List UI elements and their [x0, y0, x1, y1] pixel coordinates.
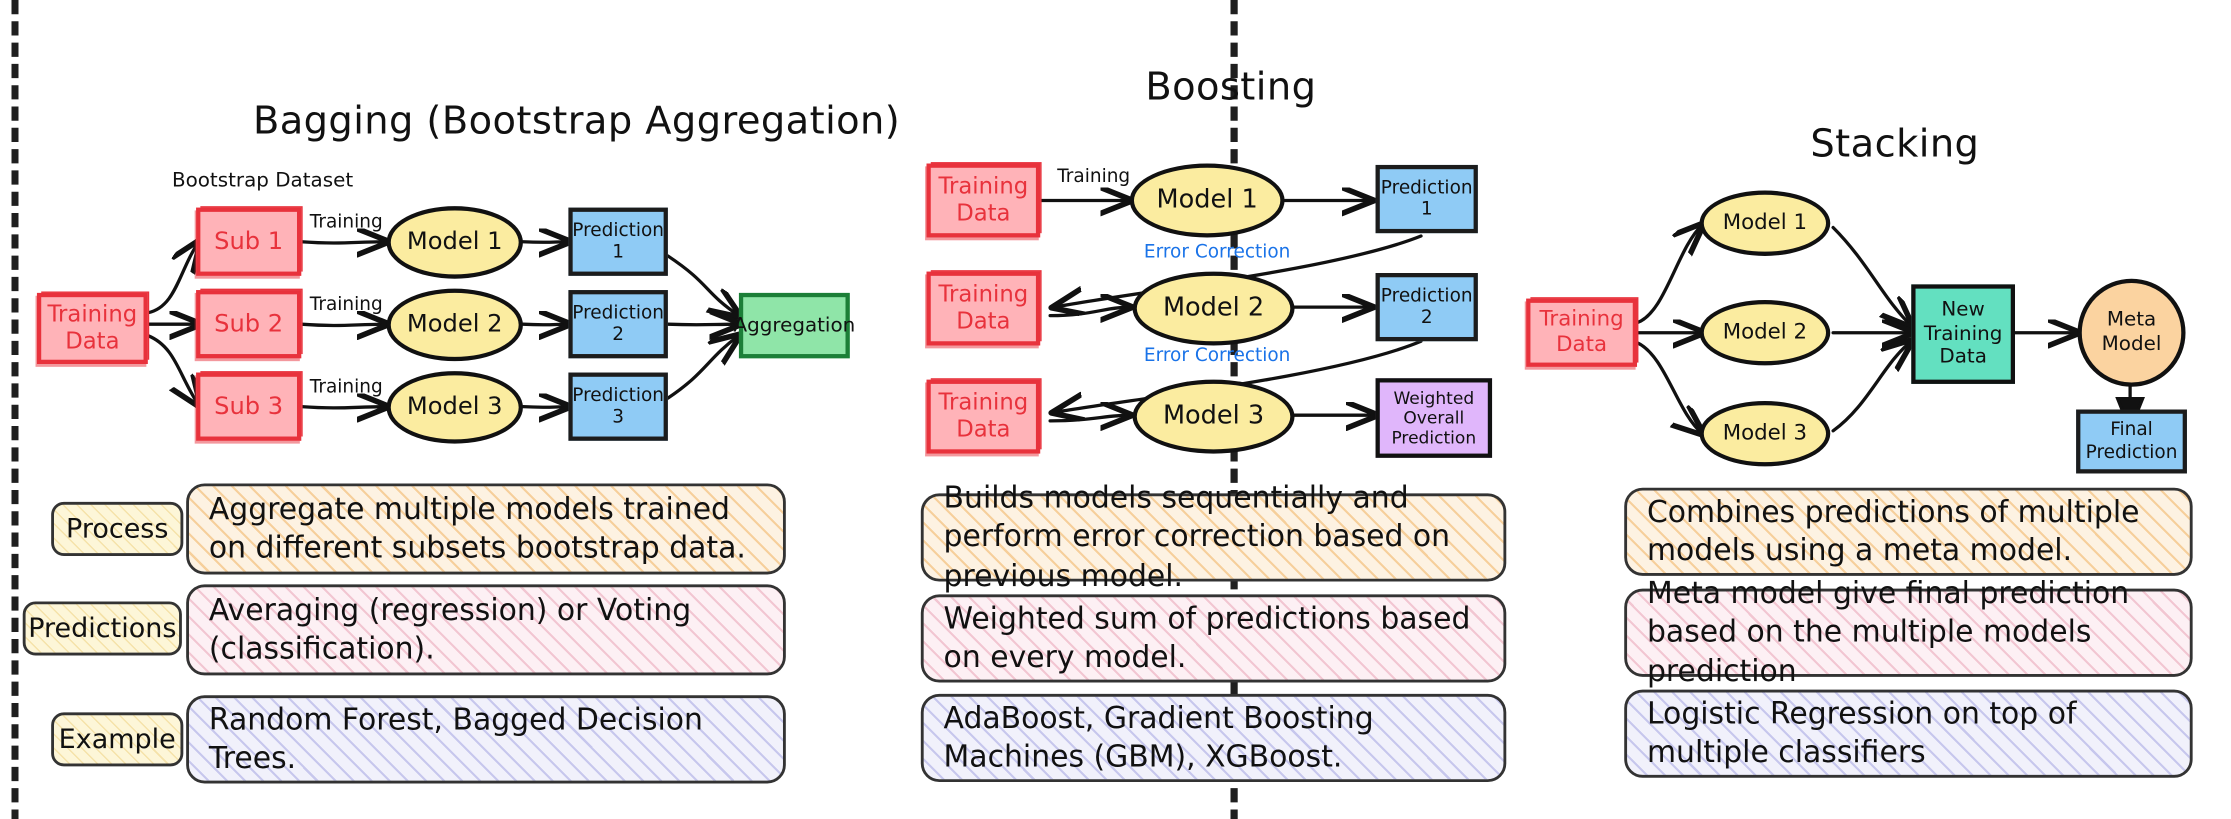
stacking-row-text-example: Logistic Regression on top of multiple c… — [1624, 689, 2193, 778]
boosting-row-text-example: AdaBoost, Gradient Boosting Machines (GB… — [920, 693, 1507, 783]
stacking-final-prediction[interactable]: Final Prediction — [2076, 409, 2187, 474]
bagging-model-2[interactable]: Model 2 — [386, 288, 523, 362]
stacking-meta-model[interactable]: Meta Model — [2077, 278, 2186, 387]
bagging-row-text-example: Random Forest, Bagged Decision Trees. — [186, 695, 786, 784]
bagging-model-3[interactable]: Model 3 — [386, 371, 523, 444]
bagging-model-1[interactable]: Model 1 — [386, 206, 523, 279]
boosting-title: Boosting — [1145, 65, 1317, 110]
bagging-row-text-predictions: Averaging (regression) or Voting (classi… — [186, 584, 786, 676]
boosting-model-1[interactable]: Model 1 — [1129, 163, 1285, 238]
stacking-model-1[interactable]: Model 1 — [1699, 190, 1831, 256]
stacking-model-3[interactable]: Model 3 — [1699, 400, 1831, 467]
bagging-row-text-process: Aggregate multiple models trained on dif… — [186, 483, 786, 575]
boosting-row-text-process: Builds models sequentially and perform e… — [920, 481, 1507, 592]
bagging-edge-label-3: Training — [309, 376, 383, 399]
bagging-sub-3[interactable]: Sub 3 — [196, 372, 302, 441]
stacking-new-training-data[interactable]: New Training Data — [1911, 284, 2016, 384]
boosting-training-data-1[interactable]: Training Data — [926, 163, 1041, 238]
boosting-training-data-3[interactable]: Training Data — [926, 379, 1041, 454]
bagging-sub-2[interactable]: Sub 2 — [196, 290, 302, 359]
boosting-weighted-overall-prediction[interactable]: Weighted Overall Prediction — [1375, 378, 1493, 458]
boosting-row-text-predictions: Weighted sum of predictions based on eve… — [920, 594, 1507, 683]
boosting-prediction-1[interactable]: Prediction 1 — [1375, 164, 1478, 234]
boosting-prediction-2[interactable]: Prediction 2 — [1375, 273, 1478, 342]
bootstrap-dataset-caption: Bootstrap Dataset — [171, 169, 354, 192]
bagging-prediction-3[interactable]: Prediction 3 — [568, 372, 668, 441]
stacking-title: Stacking — [1810, 122, 1980, 167]
boosting-error-correction-2: Error Correction — [1143, 345, 1291, 367]
bagging-edge-label-1: Training — [309, 211, 383, 234]
bagging-row-label-example: Example — [51, 712, 184, 767]
stacking-training-data[interactable]: Training Data — [1526, 298, 1638, 367]
bagging-prediction-1[interactable]: Prediction 1 — [568, 207, 668, 276]
boosting-training-data-2[interactable]: Training Data — [926, 271, 1041, 346]
bagging-prediction-2[interactable]: Prediction 2 — [568, 290, 668, 359]
bagging-aggregation[interactable]: Aggregation — [733, 292, 855, 359]
stacking-row-text-process: Combines predictions of multiple models … — [1624, 487, 2193, 576]
bagging-edge-label-2: Training — [309, 294, 383, 316]
boosting-model-3[interactable]: Model 3 — [1132, 379, 1295, 454]
bagging-training-data[interactable]: Training Data — [36, 292, 148, 364]
panel-divider-left — [11, 0, 19, 819]
boosting-error-correction-1: Error Correction — [1143, 241, 1291, 264]
bagging-row-label-process: Process — [51, 501, 184, 556]
bagging-title: Bagging (Bootstrap Aggregation) — [252, 99, 901, 144]
bagging-row-label-predictions: Predictions — [22, 601, 182, 656]
bagging-sub-1[interactable]: Sub 1 — [196, 207, 302, 276]
boosting-model-2[interactable]: Model 2 — [1132, 271, 1295, 346]
boosting-training-label: Training — [1057, 166, 1131, 188]
stacking-model-2[interactable]: Model 2 — [1699, 300, 1831, 366]
stacking-row-text-predictions: Meta model give final prediction based o… — [1624, 576, 2193, 688]
